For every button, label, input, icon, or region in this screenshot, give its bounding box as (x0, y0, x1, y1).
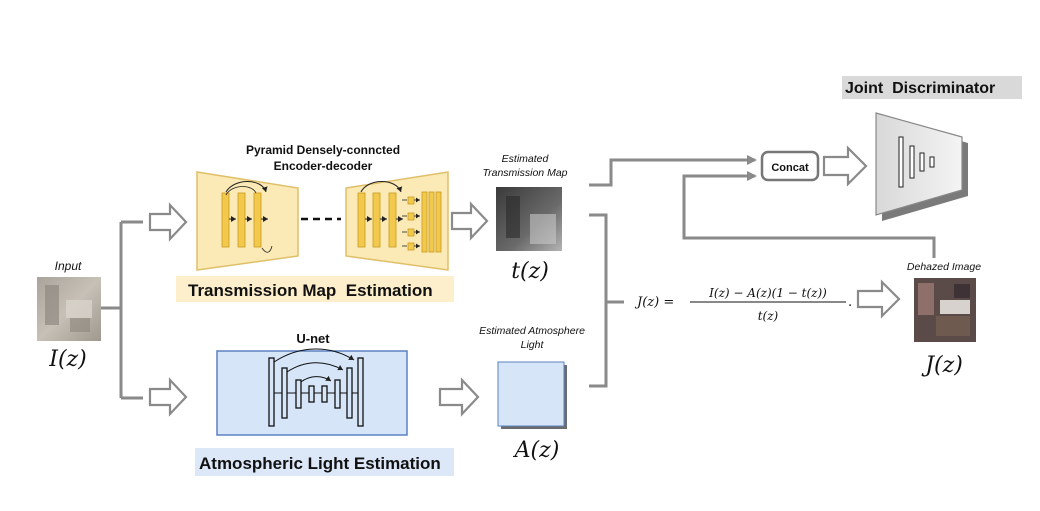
output-caption: Dehazed Image (907, 261, 981, 273)
arrow-to-transmission (148, 202, 188, 242)
dehazed-to-concat-connector (682, 171, 936, 258)
dehazed-image (914, 278, 976, 342)
transmission-to-concat-connector (589, 155, 757, 187)
concat-label: Concat (771, 162, 809, 174)
atmosphere-light-image (497, 361, 567, 429)
transmission-module-label: Transmission Map Estimation (188, 281, 433, 300)
atmosphere-label-bg (195, 448, 454, 476)
atmosphere-module-label: Atmospheric Light Estimation (199, 454, 441, 473)
formula-bracket (589, 213, 624, 388)
discriminator-title-bg (842, 76, 1022, 99)
joint-discriminator-block (875, 112, 968, 221)
unet-block (216, 348, 408, 436)
concat-box (760, 150, 820, 182)
atmosphere-output-symbol: A(z) (513, 438, 560, 463)
input-split-connector (101, 220, 143, 400)
transmission-label-bg (176, 276, 454, 302)
formula-end: . (848, 295, 852, 310)
transmission-output-caption-line2: Transmission Map (483, 167, 568, 179)
discriminator-title: Joint Discriminator (845, 80, 995, 97)
arrow-to-atmosphere-light (438, 377, 480, 417)
atmosphere-output-caption-line2: Light (521, 339, 545, 351)
arrow-to-transmission-map (450, 201, 489, 241)
unet-title: U-net (296, 331, 330, 346)
encoder-block (196, 171, 299, 271)
transmission-output-symbol: t(z) (511, 259, 549, 284)
input-caption: Input (55, 259, 82, 273)
input-hazy-image (37, 277, 101, 341)
arrow-to-unet (148, 377, 188, 417)
dehazing-formula: J(z) = I(z) − A(z)(1 − t(z)) t(z) . (634, 286, 852, 323)
formula-lhs: J(z) = (634, 295, 674, 310)
formula-denominator: t(z) (758, 309, 779, 323)
decoder-block (345, 171, 449, 271)
atmosphere-output-caption-line1: Estimated Atmosphere (479, 325, 585, 337)
arrow-to-discriminator (822, 145, 868, 187)
transmission-title-line1: Pyramid Densely-conncted (246, 143, 400, 157)
formula-numerator: I(z) − A(z)(1 − t(z)) (708, 286, 827, 300)
transmission-map-image (496, 187, 562, 251)
transmission-title-line2: Encoder-decoder (274, 159, 373, 173)
input-symbol: I(z) (48, 347, 86, 372)
output-symbol: J(z) (921, 353, 963, 378)
transmission-output-caption-line1: Estimated (502, 153, 550, 165)
arrow-to-dehazed (856, 279, 901, 319)
